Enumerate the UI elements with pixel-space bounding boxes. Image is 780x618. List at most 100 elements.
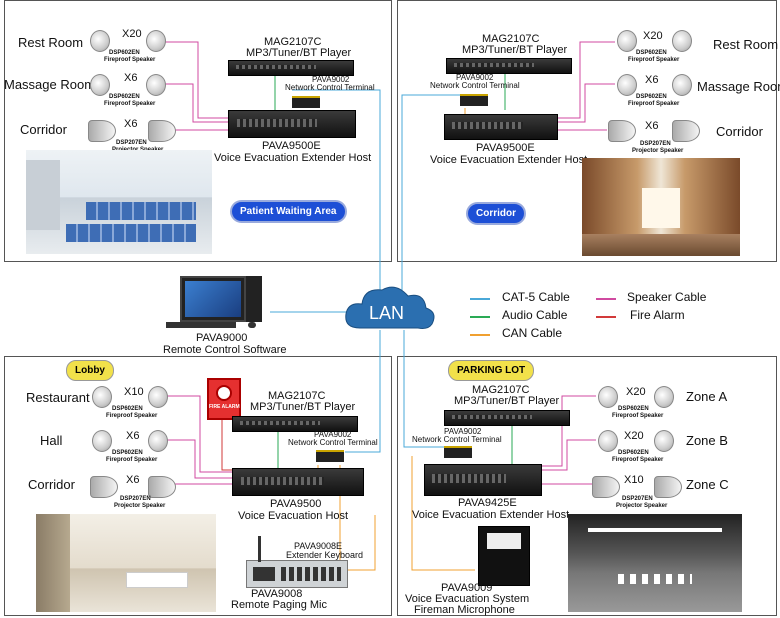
player-desc: MP3/Tuner/BT Player bbox=[462, 44, 568, 56]
speaker-type: Fireproof Speaker bbox=[612, 457, 664, 463]
quantity-label: X6 bbox=[124, 118, 138, 130]
speaker-model: DSP602EN bbox=[112, 450, 143, 456]
speaker-cable bbox=[540, 439, 596, 471]
player-device-icon bbox=[446, 58, 572, 74]
player-model: MAG2107C bbox=[472, 384, 530, 396]
cat5-cable bbox=[345, 330, 381, 453]
fire-alarm-cable bbox=[221, 418, 232, 471]
speaker-model: DSP602EN bbox=[112, 406, 143, 412]
cat5-cable bbox=[401, 94, 488, 305]
horn-speaker-icon bbox=[90, 476, 118, 498]
fire-alarm-label: FIRE ALARM bbox=[209, 404, 240, 410]
lan-label: LAN bbox=[369, 303, 405, 323]
player-device-icon bbox=[444, 410, 570, 426]
speaker-icon bbox=[146, 30, 166, 52]
player-desc: MP3/Tuner/BT Player bbox=[246, 47, 352, 59]
fireman-mic-icon bbox=[478, 526, 530, 586]
speaker-icon bbox=[672, 74, 692, 96]
speaker-type: Projector Speaker bbox=[632, 148, 684, 154]
network-terminal-desc: Network Control Terminal bbox=[288, 438, 378, 447]
lobby-photo bbox=[36, 514, 216, 612]
network-terminal-icon bbox=[292, 96, 320, 108]
legend-label-audio: Audio Cable bbox=[502, 308, 568, 322]
host-desc: Voice Evacuation Extender Host bbox=[214, 152, 372, 164]
speaker-model: DSP207EN bbox=[116, 140, 147, 146]
host-desc: Voice Evacuation Extender Host bbox=[430, 154, 588, 166]
speaker-type: Fireproof Speaker bbox=[628, 101, 680, 107]
quantity-label: X20 bbox=[122, 28, 142, 40]
speaker-icon bbox=[148, 386, 168, 408]
paging-mic-icon bbox=[246, 560, 348, 588]
speaker-type: Projector Speaker bbox=[616, 503, 668, 509]
player-device-icon bbox=[232, 416, 358, 432]
cat5-cable bbox=[292, 89, 381, 305]
speaker-model: DSP602EN bbox=[618, 406, 649, 412]
network-terminal-model: PAVA9002 bbox=[456, 73, 494, 82]
speaker-model: DSP602EN bbox=[636, 50, 667, 56]
speaker-icon bbox=[92, 430, 112, 452]
speaker-cable bbox=[165, 395, 232, 473]
quantity-label: X6 bbox=[124, 72, 138, 84]
speaker-model: DSP207EN bbox=[640, 141, 671, 147]
fireman-mic-desc-2: Fireman Microphone bbox=[414, 604, 515, 616]
fireman-mic-model: PAVA9009 bbox=[441, 582, 493, 594]
zone-label: Zone B bbox=[686, 433, 728, 448]
speaker-model: DSP602EN bbox=[636, 94, 667, 100]
fire-alarm-icon: FIRE ALARM bbox=[207, 378, 241, 420]
network-terminal-desc: Network Control Terminal bbox=[430, 81, 520, 90]
area-badge: PARKING LOT bbox=[448, 360, 535, 381]
player-model: MAG2107C bbox=[264, 36, 322, 48]
paging-mic-desc: Remote Paging Mic bbox=[231, 599, 327, 611]
corridor-photo bbox=[582, 158, 740, 256]
room-label: Massage Room bbox=[697, 79, 780, 94]
zone-label: Zone A bbox=[686, 389, 728, 404]
speaker-cable bbox=[165, 83, 228, 123]
room-label: Rest Room bbox=[18, 35, 84, 50]
cat5-cable bbox=[403, 330, 460, 448]
host-device-icon bbox=[232, 468, 364, 496]
speaker-model: DSP602EN bbox=[109, 94, 140, 100]
speaker-model: DSP207EN bbox=[622, 496, 653, 502]
quantity-label: X6 bbox=[645, 120, 659, 132]
room-label: Rest Room bbox=[713, 37, 779, 52]
network-terminal-model: PAVA9002 bbox=[444, 427, 482, 436]
horn-speaker-icon bbox=[148, 120, 176, 142]
pc-tower-icon bbox=[246, 276, 262, 322]
speaker-cable bbox=[165, 41, 228, 119]
speaker-icon bbox=[672, 30, 692, 52]
keyboard-icon bbox=[166, 322, 236, 328]
network-terminal-model: PAVA9002 bbox=[312, 75, 350, 84]
horn-speaker-icon bbox=[672, 120, 700, 142]
waiting-area-photo bbox=[26, 150, 212, 254]
speaker-type: Fireproof Speaker bbox=[104, 101, 156, 107]
speaker-icon bbox=[598, 386, 618, 408]
network-terminal-icon bbox=[444, 446, 472, 458]
room-label: Corridor bbox=[716, 124, 763, 139]
speaker-icon bbox=[92, 386, 112, 408]
legend-swatch-cat5 bbox=[470, 298, 490, 300]
room-label: Corridor bbox=[28, 477, 75, 492]
horn-speaker-icon bbox=[608, 120, 636, 142]
lan-cloud-icon bbox=[345, 286, 435, 329]
host-device-icon bbox=[228, 110, 356, 138]
can-cable bbox=[339, 465, 376, 571]
speaker-icon bbox=[654, 430, 674, 452]
fireman-mic-desc-1: Voice Evacuation System bbox=[405, 593, 530, 605]
remote-desc: Remote Control Software bbox=[163, 344, 287, 356]
remote-model: PAVA9000 bbox=[196, 332, 248, 344]
speaker-cable bbox=[557, 41, 615, 119]
player-model: MAG2107C bbox=[482, 33, 540, 45]
player-desc: MP3/Tuner/BT Player bbox=[250, 401, 356, 413]
speaker-icon bbox=[598, 430, 618, 452]
host-desc: Voice Evacuation Host bbox=[238, 510, 349, 522]
speaker-type: Fireproof Speaker bbox=[612, 413, 664, 419]
speaker-icon bbox=[90, 30, 110, 52]
speaker-icon bbox=[617, 74, 637, 96]
quantity-label: X20 bbox=[624, 430, 644, 442]
area-badge: Lobby bbox=[66, 360, 114, 381]
speaker-type: Fireproof Speaker bbox=[106, 413, 158, 419]
room-label: Massage Room bbox=[4, 77, 96, 92]
quantity-label: X6 bbox=[126, 430, 140, 442]
